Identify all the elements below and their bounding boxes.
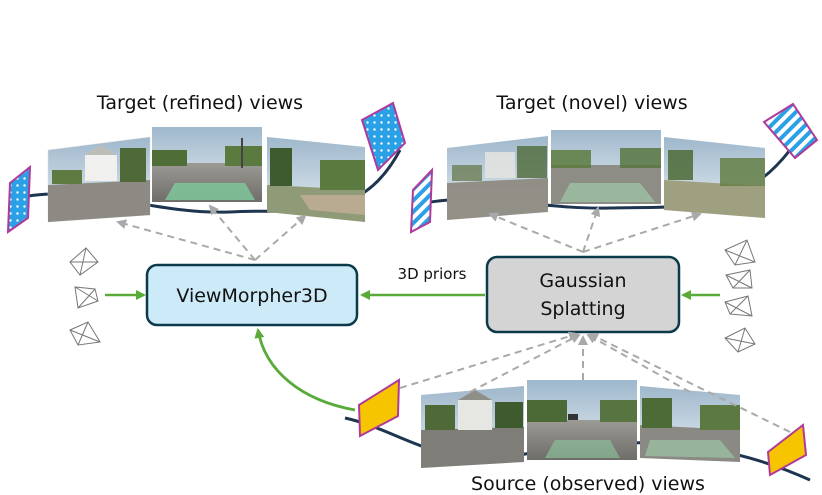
refined-view-image-3	[267, 137, 365, 222]
novel-view-image-1	[447, 136, 548, 220]
camera-plane-icon	[766, 423, 808, 477]
target-refined-label: Target (refined) views	[96, 92, 303, 114]
camera-frustum-icon	[724, 239, 756, 266]
gaussian-label-line1: Gaussian	[539, 270, 626, 292]
camera-plane-icon	[357, 378, 401, 438]
camera-frustum-icon	[724, 327, 756, 353]
source-observed-label: Source (observed) views	[471, 473, 705, 495]
priors-label: 3D priors	[398, 265, 467, 283]
camera-frustum-icon	[725, 269, 753, 289]
camera-plane-icon	[762, 102, 819, 160]
source-view-image-2	[527, 380, 637, 460]
source-view-image-3	[640, 386, 740, 462]
refined-view-image-1	[47, 136, 151, 223]
refined-view-image-2	[152, 127, 262, 202]
camera-frustum-icon	[69, 247, 99, 276]
camera-frustum-icon	[74, 286, 99, 309]
gaussian-label-line2: Splatting	[540, 298, 625, 320]
viewmorpher-label: ViewMorpher3D	[176, 285, 327, 307]
viewmorpher-box: ViewMorpher3D	[145, 263, 359, 327]
source-dashed-arrows	[399, 331, 791, 433]
target-novel-label: Target (novel) views	[495, 92, 687, 114]
camera-plane-icon	[360, 101, 407, 172]
source-view-image-1	[421, 386, 524, 468]
camera-plane-icon	[409, 167, 434, 234]
camera-plane-icon	[6, 164, 32, 234]
source-to-viewmorpher-arrow	[254, 328, 356, 412]
novel-dashed-arrows	[488, 206, 702, 253]
novel-view-image-3	[664, 137, 765, 218]
novel-view-image-2	[551, 130, 661, 204]
camera-frustum-icon	[724, 295, 753, 317]
camera-frustum-icon	[69, 321, 101, 346]
gaussian-splatting-box: Gaussian Splatting	[485, 255, 681, 334]
